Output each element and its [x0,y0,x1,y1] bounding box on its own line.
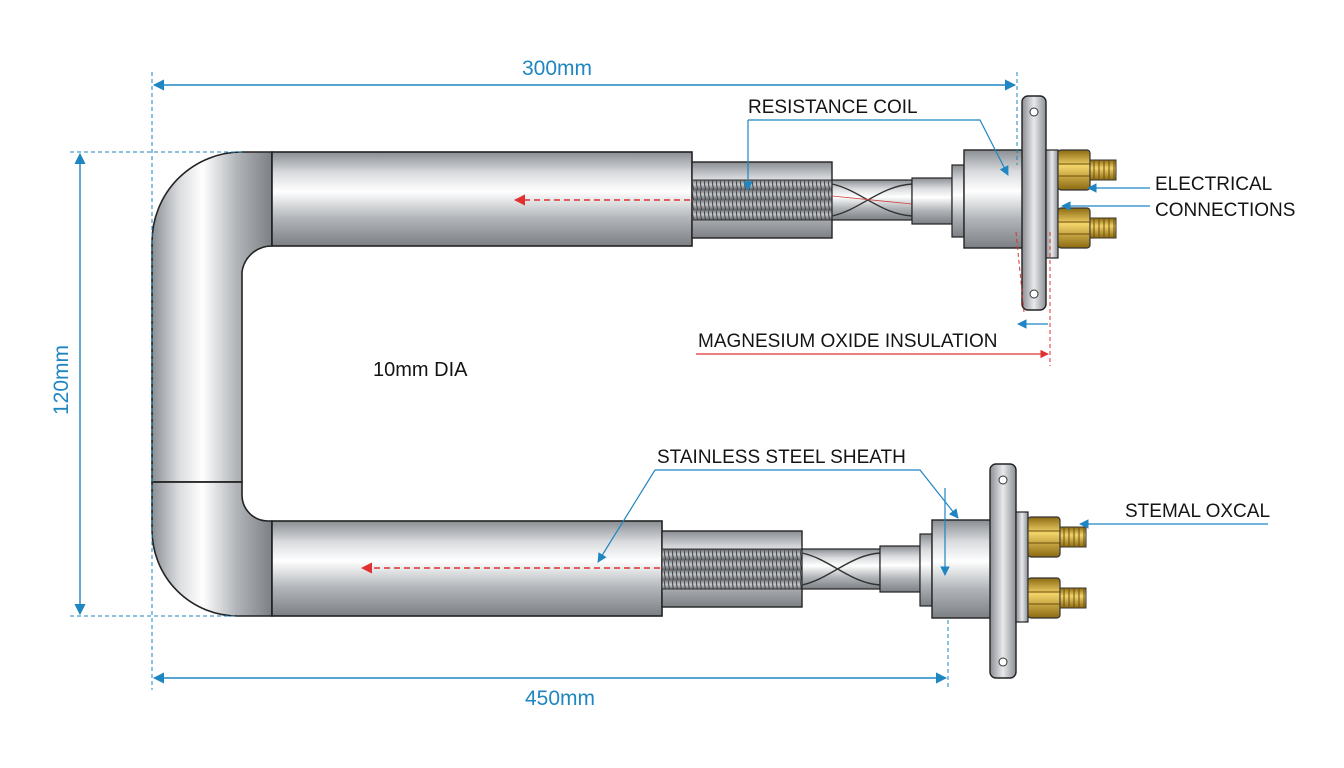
bottom-terminal-1 [1027,516,1087,558]
bottom-flange [989,463,1017,679]
label-stainless-steel-sheath: STAINLESS STEEL SHEATH [657,447,906,468]
label-electrical-connections-2: CONNECTIONS [1155,200,1295,221]
top-terminal-1 [1057,149,1117,191]
bottom-bend [151,481,273,617]
callout-leaders [597,119,1268,576]
dim-label-300: 300mm [522,57,592,80]
label-diameter: 10mm DIA [373,359,468,381]
top-terminal-assembly [691,95,1117,311]
label-magnesium-oxide-insulation: MAGNESIUM OXIDE INSULATION [698,331,997,352]
top-tube [271,151,693,247]
bottom-terminal-assembly [661,463,1087,679]
bottom-terminal-2 [1027,577,1087,619]
top-bend [151,151,273,483]
dim-label-120: 120mm [50,345,73,415]
dim-label-450: 450mm [525,687,595,710]
bottom-collar [919,533,933,607]
top-flange [1021,95,1047,311]
top-terminal-2 [1057,207,1117,249]
label-resistance-coil: RESISTANCE COIL [748,97,918,118]
top-collar [951,164,965,238]
label-electrical-connections-1: ELECTRICAL [1155,174,1272,195]
u-tube-sheath [151,151,693,617]
dimension-lines [70,72,1018,690]
top-resistance-coil [691,179,833,221]
label-stemal-oxcal: STEMAL OXCAL [1125,501,1270,522]
bottom-resistance-coil [661,548,803,590]
